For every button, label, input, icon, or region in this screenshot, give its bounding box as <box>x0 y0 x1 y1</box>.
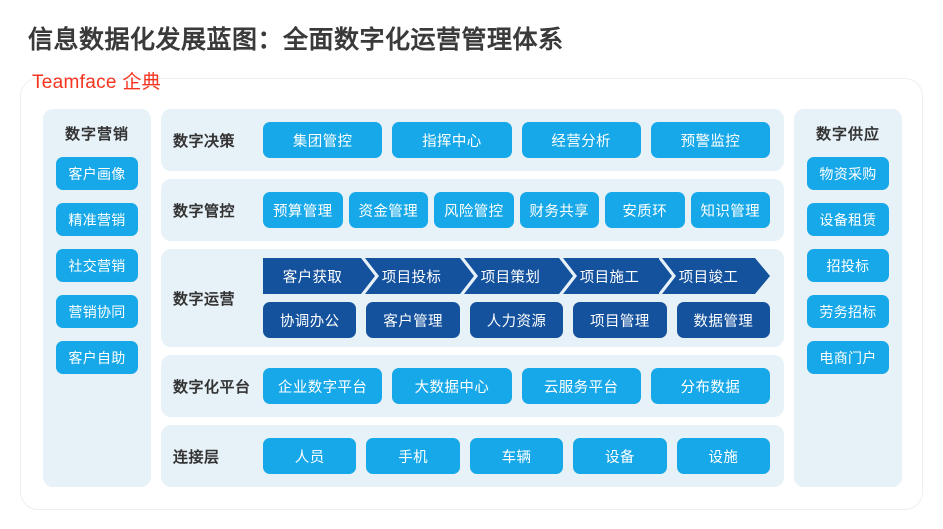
blueprint-layout: 数字营销 客户画像 精准营销 社交营销 营销协同 客户自助 数字决策 集团管控 … <box>43 109 902 487</box>
row-items-platform: 企业数字平台 大数据中心 云服务平台 分布数据 <box>263 368 770 404</box>
chip-operations-0[interactable]: 协调办公 <box>263 302 357 338</box>
chevron-stage-2[interactable]: 项目策划 <box>461 258 560 294</box>
row-items-decision: 集团管控 指挥中心 经营分析 预警监控 <box>263 122 770 158</box>
chip-platform-0[interactable]: 企业数字平台 <box>263 368 383 404</box>
right-panel-item-0[interactable]: 物资采购 <box>807 157 889 190</box>
left-panel-item-2[interactable]: 社交营销 <box>56 249 138 282</box>
row-items-connection: 人员 手机 车辆 设备 设施 <box>263 438 771 474</box>
right-panel-title: 数字供应 <box>815 126 880 143</box>
page-title: 信息数据化发展蓝图：全面数字化运营管理体系 <box>28 26 564 54</box>
row-label-connection: 连接层 <box>173 448 220 466</box>
right-panel-item-3[interactable]: 劳务招标 <box>807 295 889 328</box>
chevron-stage-3[interactable]: 项目施工 <box>560 258 659 294</box>
row-digital-operations: 数字运营 客户获取 项目投标 项目策划 项目施工 项目竣工 协调办公 客户管理 … <box>161 249 784 347</box>
row-label-platform: 数字化平台 <box>173 378 251 396</box>
chip-control-5[interactable]: 知识管理 <box>690 192 770 228</box>
chip-decision-0[interactable]: 集团管控 <box>263 122 383 158</box>
row-digital-platform: 数字化平台 企业数字平台 大数据中心 云服务平台 分布数据 <box>161 355 784 417</box>
chip-operations-1[interactable]: 客户管理 <box>366 302 460 338</box>
chip-operations-3[interactable]: 项目管理 <box>573 302 667 338</box>
left-panel-item-0[interactable]: 客户画像 <box>56 157 138 190</box>
chip-operations-2[interactable]: 人力资源 <box>469 302 564 338</box>
watermark-teamface: Teamface 企典 <box>32 72 161 93</box>
right-panel-item-1[interactable]: 设备租赁 <box>807 203 889 236</box>
row-label-operations: 数字运营 <box>173 290 236 308</box>
left-panel-item-1[interactable]: 精准营销 <box>56 203 138 236</box>
right-panel-item-2[interactable]: 招投标 <box>807 249 889 282</box>
chip-control-1[interactable]: 资金管理 <box>348 192 428 228</box>
chip-platform-1[interactable]: 大数据中心 <box>392 368 512 404</box>
left-panel-item-4[interactable]: 客户自助 <box>56 341 138 374</box>
chip-connection-1[interactable]: 手机 <box>366 438 460 474</box>
row-digital-control: 数字管控 预算管理 资金管理 风险管控 财务共享 安质环 知识管理 <box>161 179 784 241</box>
blueprint-card: 数字营销 客户画像 精准营销 社交营销 营销协同 客户自助 数字决策 集团管控 … <box>20 78 923 510</box>
left-panel-digital-marketing: 数字营销 客户画像 精准营销 社交营销 营销协同 客户自助 <box>43 109 151 487</box>
chip-control-3[interactable]: 财务共享 <box>519 192 599 228</box>
row-connection-layer: 连接层 人员 手机 车辆 设备 设施 <box>161 425 784 487</box>
chip-connection-4[interactable]: 设施 <box>676 438 771 474</box>
chip-decision-2[interactable]: 经营分析 <box>521 122 641 158</box>
center-stack: 数字决策 集团管控 指挥中心 经营分析 预警监控 数字管控 预算管理 资金管理 … <box>161 109 784 487</box>
row-label-control: 数字管控 <box>173 202 236 220</box>
row-items-control: 预算管理 资金管理 风险管控 财务共享 安质环 知识管理 <box>263 192 770 228</box>
left-panel-title: 数字营销 <box>64 126 129 143</box>
chip-platform-3[interactable]: 分布数据 <box>650 368 770 404</box>
chip-control-0[interactable]: 预算管理 <box>263 192 343 228</box>
process-flow-chevrons: 客户获取 项目投标 项目策划 项目施工 项目竣工 <box>263 258 770 294</box>
chip-operations-4[interactable]: 数据管理 <box>676 302 771 338</box>
operations-modules: 协调办公 客户管理 人力资源 项目管理 数据管理 <box>263 302 771 338</box>
right-panel-digital-supply: 数字供应 物资采购 设备租赁 招投标 劳务招标 电商门户 <box>794 109 902 487</box>
chip-decision-3[interactable]: 预警监控 <box>650 122 770 158</box>
row-digital-decision: 数字决策 集团管控 指挥中心 经营分析 预警监控 <box>161 109 784 171</box>
chip-connection-2[interactable]: 车辆 <box>469 438 564 474</box>
right-panel-item-4[interactable]: 电商门户 <box>807 341 889 374</box>
chip-platform-2[interactable]: 云服务平台 <box>521 368 641 404</box>
chip-control-4[interactable]: 安质环 <box>605 192 685 228</box>
operations-body: 客户获取 项目投标 项目策划 项目施工 项目竣工 协调办公 客户管理 人力资源 … <box>263 258 771 338</box>
chevron-stage-1[interactable]: 项目投标 <box>362 258 461 294</box>
chip-connection-3[interactable]: 设备 <box>573 438 667 474</box>
chip-connection-0[interactable]: 人员 <box>263 438 357 474</box>
row-label-decision: 数字决策 <box>173 132 236 150</box>
chip-control-2[interactable]: 风险管控 <box>434 192 514 228</box>
chevron-stage-4[interactable]: 项目竣工 <box>659 258 770 294</box>
chevron-stage-0[interactable]: 客户获取 <box>263 258 362 294</box>
chip-decision-1[interactable]: 指挥中心 <box>392 122 512 158</box>
left-panel-item-3[interactable]: 营销协同 <box>56 295 138 328</box>
